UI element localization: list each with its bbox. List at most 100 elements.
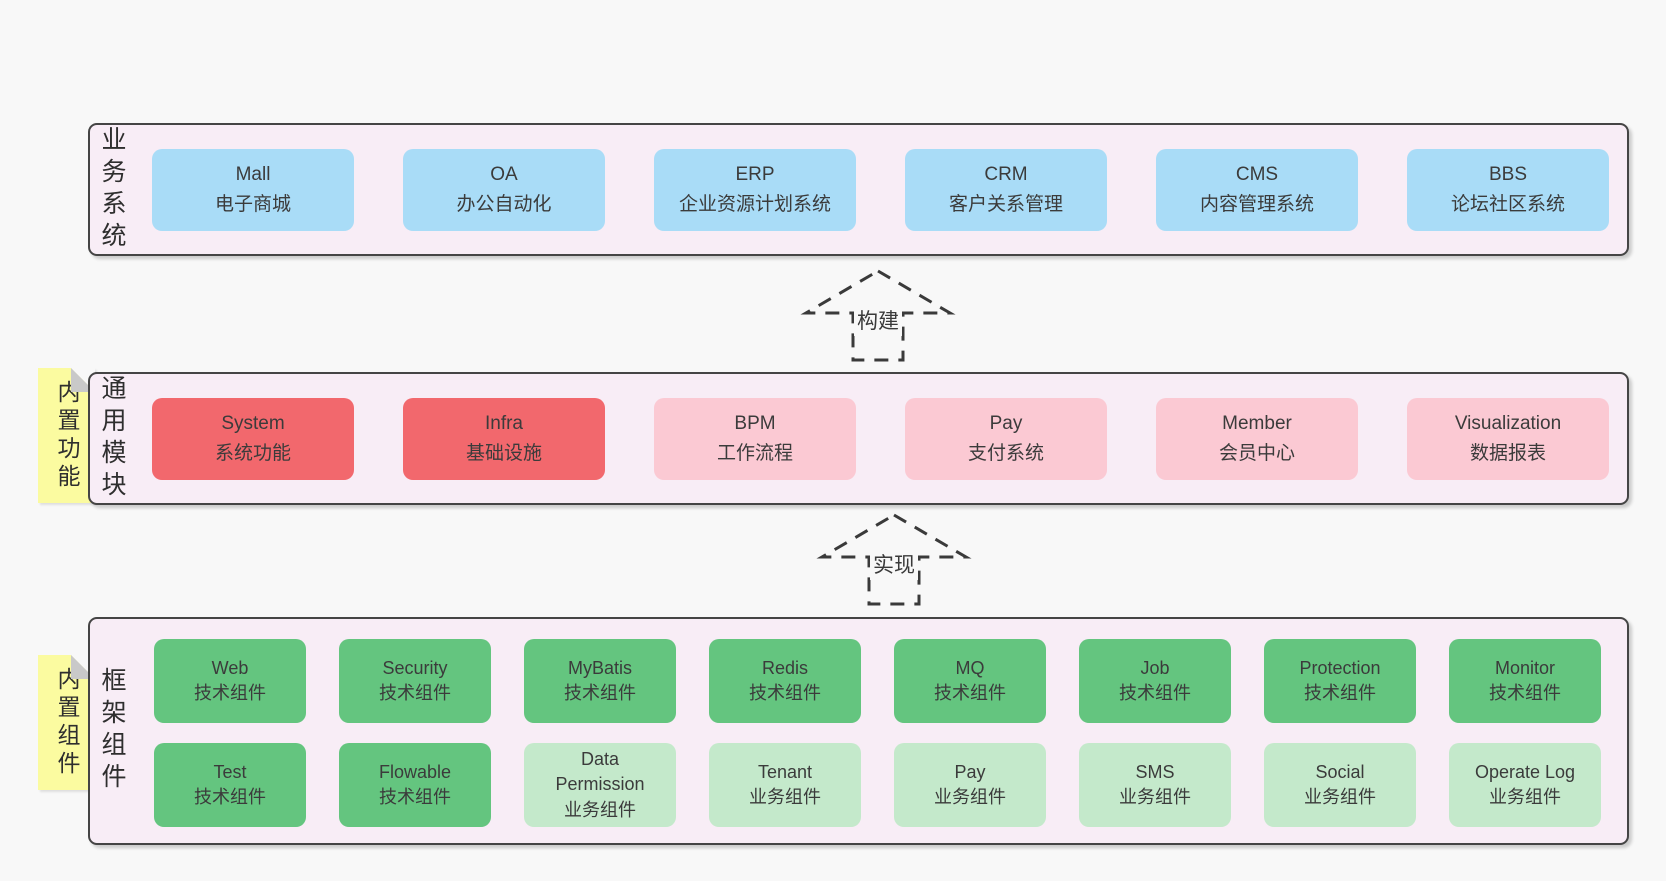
framework-components-row-1: Web 技术组件 Security 技术组件 MyBatis 技术组件 Redi… <box>154 639 1601 723</box>
box-title: ERP <box>735 164 775 186</box>
builtin-components-note-label: 内置组件 <box>54 666 80 779</box>
box-title: MQ <box>955 657 985 678</box>
component-box-sms: SMS 业务组件 <box>1079 743 1231 827</box>
box-subtitle: 技术组件 <box>564 683 636 703</box>
business-box-bbs: BBS 论坛社区系统 <box>1407 148 1609 231</box>
box-subtitle: 业务组件 <box>749 787 821 807</box>
component-box-pay: Pay 业务组件 <box>894 743 1046 827</box>
component-box-mq: MQ 技术组件 <box>894 639 1046 723</box>
box-subtitle: 会员中心 <box>1218 442 1295 464</box>
box-subtitle: 业务组件 <box>934 787 1006 807</box>
business-systems-row: Mall 电子商城 OA 办公自动化 ERP 企业资源计划系统 CRM 客户关系… <box>152 148 1609 231</box>
box-title: Mall <box>235 164 271 186</box>
box-title: Redis <box>761 657 809 678</box>
builtin-components-sticky-note: 内置组件 <box>38 655 95 790</box>
module-box-visualization: Visualization 数据报表 <box>1407 397 1609 480</box>
box-title: Visualization <box>1454 413 1562 435</box>
framework-components-panel: 框架组件 Web 技术组件 Security 技术组件 MyBatis 技术组件… <box>88 617 1629 845</box>
box-title: Member <box>1222 413 1292 435</box>
box-title: CRM <box>984 164 1028 186</box>
box-subtitle: 办公自动化 <box>456 193 552 215</box>
component-box-monitor: Monitor 技术组件 <box>1449 639 1601 723</box>
implement-arrow-label: 实现 <box>870 548 918 580</box>
box-subtitle: 内容管理系统 <box>1199 193 1314 215</box>
box-title: Infra <box>484 413 524 435</box>
box-title: Operate Log <box>1474 761 1576 782</box>
business-box-mall: Mall 电子商城 <box>152 148 354 231</box>
module-box-infra: Infra 基础设施 <box>403 397 605 480</box>
module-box-system: System 系统功能 <box>152 397 354 480</box>
component-box-test: Test 技术组件 <box>154 743 306 827</box>
box-subtitle: 技术组件 <box>194 787 266 807</box>
box-title: Pay <box>954 761 986 782</box>
box-subtitle: 支付系统 <box>967 442 1044 464</box>
common-modules-panel: 通用模块 System 系统功能 Infra 基础设施 BPM 工作流程 Pay… <box>88 372 1629 505</box>
box-title: BPM <box>734 413 776 435</box>
box-subtitle: 系统功能 <box>214 442 291 464</box>
box-subtitle: 企业资源计划系统 <box>678 193 831 215</box>
box-title: Security <box>382 657 448 678</box>
box-title: MyBatis <box>567 657 632 678</box>
box-title: Pay <box>989 413 1023 435</box>
box-title: Flowable <box>378 761 452 782</box>
business-box-erp: ERP 企业资源计划系统 <box>654 148 856 231</box>
box-subtitle: 数据报表 <box>1469 442 1546 464</box>
business-box-oa: OA 办公自动化 <box>403 148 605 231</box>
box-subtitle: 业务组件 <box>1489 787 1561 807</box>
box-subtitle: 技术组件 <box>194 683 266 703</box>
common-modules-row: System 系统功能 Infra 基础设施 BPM 工作流程 Pay 支付系统… <box>152 397 1609 480</box>
component-box-security: Security 技术组件 <box>339 639 491 723</box>
component-box-tenant: Tenant 业务组件 <box>709 743 861 827</box>
component-box-job: Job 技术组件 <box>1079 639 1231 723</box>
framework-components-label: 框架组件 <box>98 667 126 795</box>
framework-components-row-2: Test 技术组件 Flowable 技术组件 Data Permission … <box>154 743 1601 827</box>
module-box-bpm: BPM 工作流程 <box>654 397 856 480</box>
box-title: BBS <box>1488 164 1528 186</box>
box-title: System <box>221 413 285 435</box>
box-subtitle: 技术组件 <box>379 683 451 703</box>
module-box-member: Member 会员中心 <box>1156 397 1358 480</box>
box-title: Tenant <box>757 761 813 782</box>
builtin-features-note-label: 内置功能 <box>54 379 80 492</box>
box-title: Protection <box>1299 657 1381 678</box>
box-subtitle: 技术组件 <box>749 683 821 703</box>
module-box-pay: Pay 支付系统 <box>905 397 1107 480</box>
box-title: Social <box>1315 761 1365 782</box>
business-systems-label: 业务系统 <box>98 125 126 254</box>
dashed-up-arrow-icon <box>800 269 956 362</box>
common-modules-label: 通用模块 <box>98 374 126 503</box>
implement-arrow: 实现 <box>816 510 972 610</box>
box-title: Data Permission <box>555 749 645 795</box>
box-subtitle: 基础设施 <box>465 442 542 464</box>
component-box-data-permission: Data Permission 业务组件 <box>524 743 676 827</box>
box-title: CMS <box>1235 164 1279 186</box>
box-title: Test <box>213 761 247 782</box>
box-title: Job <box>1140 657 1170 678</box>
box-title: Web <box>211 657 249 678</box>
box-subtitle: 业务组件 <box>564 799 636 820</box>
component-box-flowable: Flowable 技术组件 <box>339 743 491 827</box>
box-subtitle: 技术组件 <box>1489 683 1561 703</box>
build-arrow-label: 构建 <box>854 304 902 336</box>
build-arrow: 构建 <box>800 266 956 366</box>
business-box-cms: CMS 内容管理系统 <box>1156 148 1358 231</box>
builtin-features-sticky-note: 内置功能 <box>38 368 95 503</box>
box-subtitle: 技术组件 <box>1119 683 1191 703</box>
box-title: OA <box>490 164 518 186</box>
box-subtitle: 电子商城 <box>214 193 291 215</box>
component-box-mybatis: MyBatis 技术组件 <box>524 639 676 723</box>
business-systems-panel: 业务系统 Mall 电子商城 OA 办公自动化 ERP 企业资源计划系统 CRM… <box>88 123 1629 256</box>
business-box-crm: CRM 客户关系管理 <box>905 148 1107 231</box>
box-subtitle: 客户关系管理 <box>948 193 1063 215</box>
box-subtitle: 业务组件 <box>1304 787 1376 807</box>
box-title: SMS <box>1135 761 1175 782</box>
box-subtitle: 论坛社区系统 <box>1450 193 1565 215</box>
box-subtitle: 技术组件 <box>934 683 1006 703</box>
box-subtitle: 技术组件 <box>379 787 451 807</box>
box-subtitle: 技术组件 <box>1304 683 1376 703</box>
dashed-up-arrow-icon <box>816 513 972 606</box>
box-subtitle: 业务组件 <box>1119 787 1191 807</box>
component-box-social: Social 业务组件 <box>1264 743 1416 827</box>
component-box-protection: Protection 技术组件 <box>1264 639 1416 723</box>
component-box-operate-log: Operate Log 业务组件 <box>1449 743 1601 827</box>
